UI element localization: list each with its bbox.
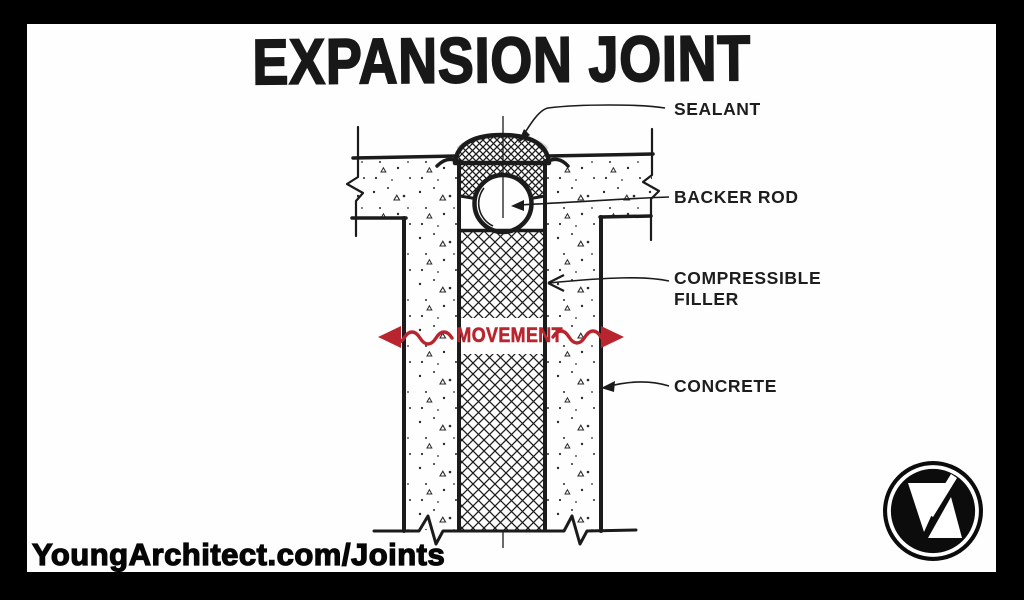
label-backer-rod: BACKER ROD: [674, 187, 799, 207]
leader-lines: [511, 104, 670, 392]
label-movement-text: MOVEMENT: [456, 324, 563, 348]
backer-rod-leader: [516, 196, 670, 206]
sealant-arrowhead: [518, 129, 530, 143]
movement-arrows: [378, 326, 624, 348]
young-architect-logo: [883, 461, 983, 561]
label-sealant: SEALANT: [674, 99, 761, 119]
concrete-arrowhead: [601, 381, 615, 392]
movement-arrow-left-tail: [394, 330, 454, 346]
page-title: EXPANSION JOINT: [27, 21, 977, 99]
label-compressible-filler: COMPRESSIBLE FILLER: [674, 268, 822, 309]
watermark-url: YoungArchitect.com/Joints: [31, 536, 446, 572]
sealant-leader: [520, 104, 666, 140]
label-concrete: CONCRETE: [674, 376, 777, 396]
movement-arrow-right-head: [601, 326, 624, 348]
compressible-filler-shape: [450, 228, 556, 530]
label-movement: MOVEMENT: [447, 324, 563, 348]
filler-arrowhead: [547, 274, 565, 292]
page-title-text: EXPANSION JOINT: [252, 21, 753, 99]
backer-rod-arrowhead: [511, 200, 524, 211]
movement-arrow-left-head: [378, 326, 401, 348]
concrete-walls: [357, 156, 652, 530]
filler-leader: [548, 277, 670, 284]
concrete-leader: [605, 381, 670, 388]
